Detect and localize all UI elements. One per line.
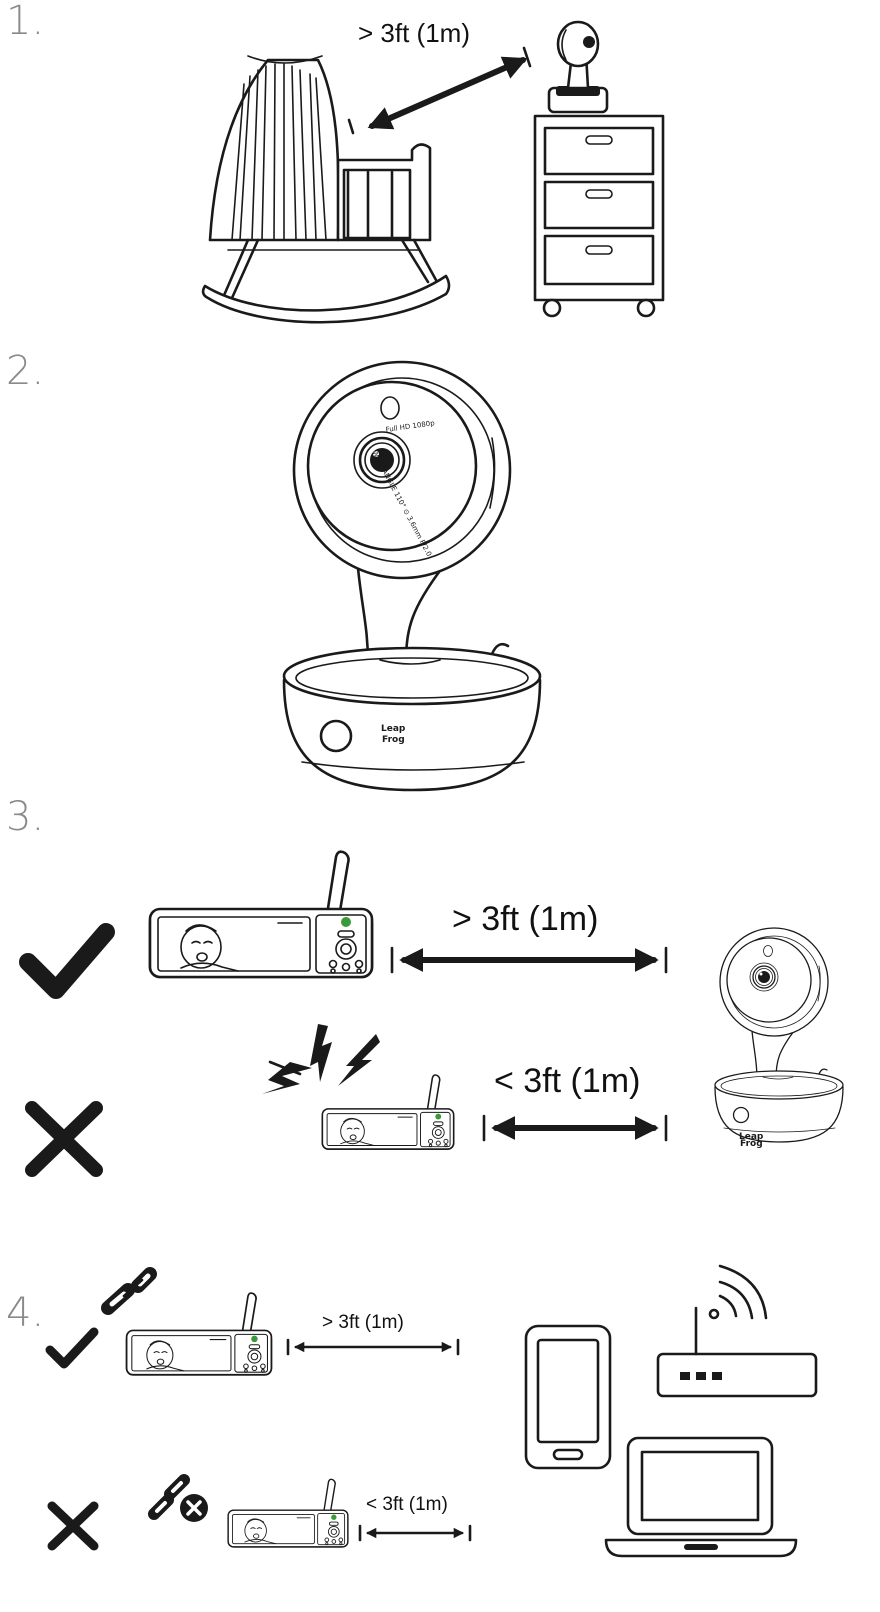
smartphone-icon xyxy=(524,1324,612,1470)
monitor-near xyxy=(321,1073,455,1151)
logo-small-line2: Frog xyxy=(740,1139,763,1149)
step-3: 3. > 3ft (1m) < 3ft (1m) xyxy=(6,794,844,1177)
check-icon-small xyxy=(45,1327,99,1369)
step-3-number: 3. xyxy=(6,794,44,840)
link-icon xyxy=(101,1267,157,1315)
check-icon xyxy=(19,923,115,999)
lightning-icon xyxy=(262,1024,380,1094)
step-4-number: 4. xyxy=(6,1290,44,1336)
step-1-distance-label: > 3ft (1m) xyxy=(358,18,470,48)
step-3-distance-ok: > 3ft (1m) xyxy=(452,900,598,938)
distance-arrow-ok xyxy=(390,946,668,974)
logo-line2: Frog xyxy=(382,735,405,745)
distance-arrow-step4-bad xyxy=(358,1524,472,1542)
logo-small-line1: Leap xyxy=(739,1132,764,1142)
cross-icon-small xyxy=(47,1501,99,1551)
step-2-number: 2. xyxy=(6,348,44,394)
laptop-icon xyxy=(604,1436,798,1558)
monitor-step4-far xyxy=(125,1291,273,1377)
monitor-step4-near xyxy=(227,1478,349,1548)
rocking-crib-illustration xyxy=(201,55,451,324)
step-3-distance-bad: < 3ft (1m) xyxy=(494,1062,640,1100)
monitor-far xyxy=(148,849,374,979)
dresser-illustration xyxy=(533,114,665,318)
distance-arrow xyxy=(347,46,532,135)
step-1-number: 1. xyxy=(6,0,44,44)
distance-arrow-bad xyxy=(482,1114,668,1142)
camera-illustration: Full HD 1080p WIDE ANGLE 110° ⊙ 3.6mm F/… xyxy=(282,360,542,792)
logo-line1: Leap xyxy=(381,724,406,734)
step-4: 4. > 3ft (1m) xyxy=(6,1264,818,1558)
step-2: 2. Full HD 1080p WIDE ANGLE 110° ⊙ 3.6mm… xyxy=(6,348,542,792)
link-remove-icon xyxy=(148,1474,208,1522)
cross-icon xyxy=(25,1101,103,1177)
step-4-distance-bad: < 3ft (1m) xyxy=(366,1494,448,1515)
step-1: 1. > 3ft (1m) xyxy=(6,0,665,324)
wifi-router-icon xyxy=(656,1264,818,1398)
distance-arrow-step4-ok xyxy=(286,1338,460,1356)
step-4-distance-ok: > 3ft (1m) xyxy=(322,1312,404,1333)
camera-illustration-small: Leap Frog xyxy=(714,927,844,1149)
camera-on-dresser xyxy=(547,20,609,114)
